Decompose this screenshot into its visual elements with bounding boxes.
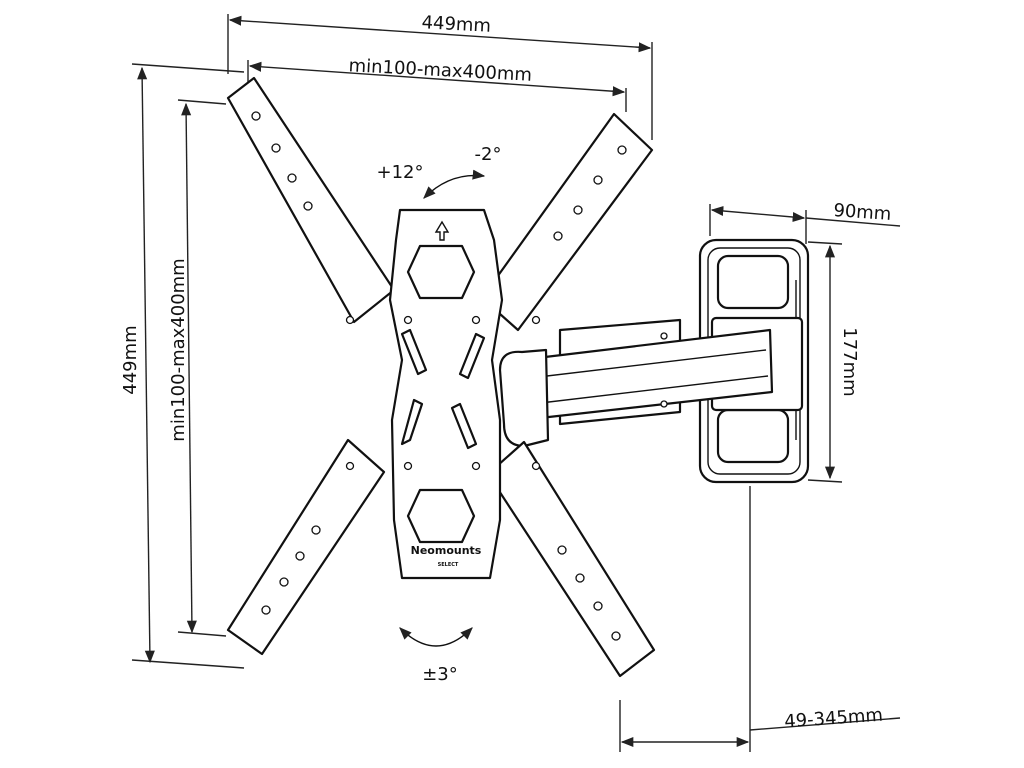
arm-holes: [251, 111, 627, 641]
center-plate: [388, 208, 504, 580]
wall-plate-height-label: 177mm: [839, 327, 860, 396]
tilt-up-label: +12°: [377, 162, 424, 183]
plate-width-label: 449mm: [421, 12, 491, 37]
rotation-arrow-icon: [399, 627, 473, 647]
wall-plate-width-label: 90mm: [833, 200, 892, 225]
up-arrow-icon: [434, 220, 450, 241]
vesa-horizontal-label: min100-max400mm: [348, 55, 532, 86]
brand-logo: Neomounts: [411, 544, 482, 557]
arm-bottom-right: [486, 440, 656, 678]
vesa-vertical-label: min100-max400mm: [168, 258, 189, 441]
plate-height-label: 449mm: [120, 325, 141, 394]
arm-bottom-left: [226, 438, 386, 656]
dimension-lines: [131, 14, 901, 752]
hex-cutout-bottom: [406, 488, 476, 544]
rotation-label: ±3°: [422, 664, 458, 685]
tilt-down-label: -2°: [475, 144, 502, 165]
brand-sub: SELECT: [438, 562, 459, 568]
extension-arm: [498, 318, 774, 448]
arm-extension-label: 49-345mm: [784, 705, 884, 733]
vesa-bracket: Neomounts SELECT: [226, 76, 656, 678]
tilt-arrow-icon: [423, 169, 486, 199]
hex-cutout-top: [406, 244, 476, 300]
arm-top-right: [480, 112, 654, 332]
